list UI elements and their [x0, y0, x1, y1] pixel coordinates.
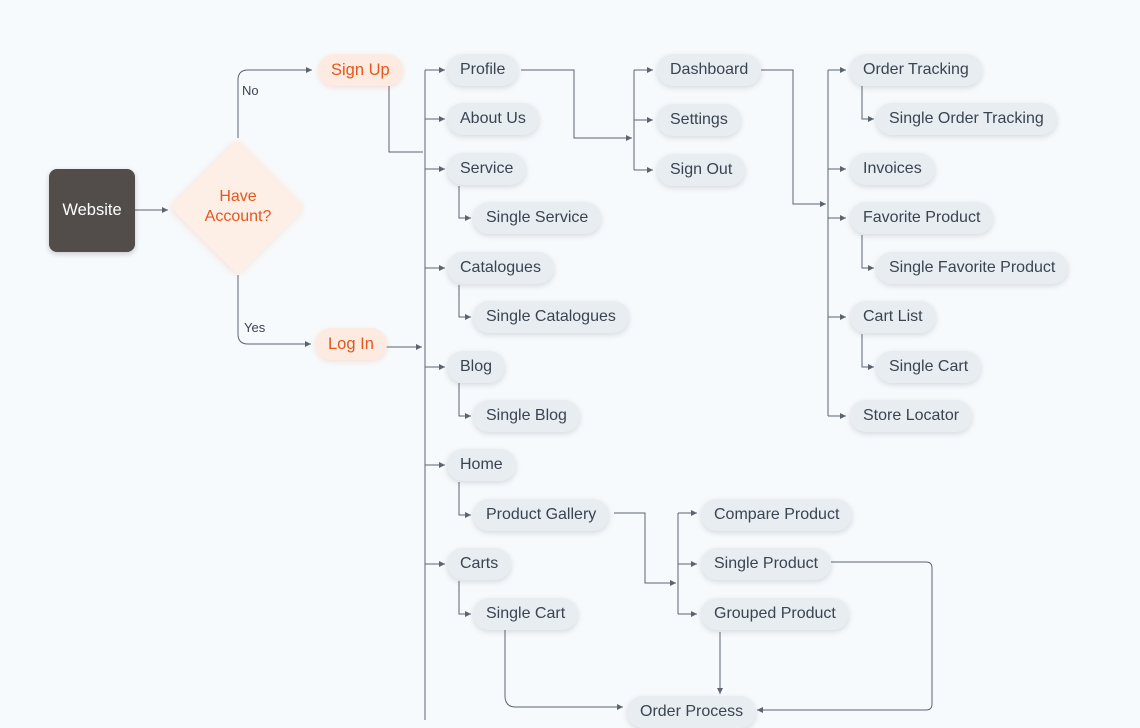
- single-blog-node[interactable]: Single Blog: [473, 400, 580, 432]
- product-gallery-node[interactable]: Product Gallery: [473, 499, 610, 531]
- single-cart-node[interactable]: Single Cart: [473, 598, 579, 630]
- invoices-node[interactable]: Invoices: [850, 153, 935, 185]
- carts-node[interactable]: Carts: [447, 548, 512, 580]
- home-node[interactable]: Home: [447, 449, 516, 481]
- order-process-node[interactable]: Order Process: [627, 696, 757, 728]
- website-node[interactable]: Website: [49, 169, 135, 252]
- compare-product-node[interactable]: Compare Product: [701, 499, 853, 531]
- log-in-node[interactable]: Log In: [315, 328, 387, 360]
- sign-up-node[interactable]: Sign Up: [318, 54, 403, 86]
- no-branch-label: No: [242, 83, 259, 98]
- single-cart-list-child-node[interactable]: Single Cart: [876, 351, 982, 383]
- settings-node[interactable]: Settings: [657, 104, 741, 136]
- decision-label-line2: Account?: [204, 208, 272, 225]
- service-node[interactable]: Service: [447, 153, 527, 185]
- catalogues-node[interactable]: Catalogues: [447, 252, 554, 284]
- decision-label-line1: Have: [219, 188, 257, 205]
- single-favorite-product-node[interactable]: Single Favorite Product: [876, 252, 1069, 284]
- about-us-node[interactable]: About Us: [447, 103, 539, 135]
- dashboard-node[interactable]: Dashboard: [657, 54, 762, 86]
- favorite-product-node[interactable]: Favorite Product: [850, 202, 994, 234]
- sign-out-node[interactable]: Sign Out: [657, 154, 746, 186]
- blog-node[interactable]: Blog: [447, 351, 506, 383]
- single-catalogues-node[interactable]: Single Catalogues: [473, 301, 629, 333]
- have-account-decision[interactable]: Have Account?: [170, 139, 306, 275]
- order-tracking-node[interactable]: Order Tracking: [850, 54, 982, 86]
- profile-node[interactable]: Profile: [447, 54, 519, 86]
- cart-list-node[interactable]: Cart List: [850, 301, 936, 333]
- single-product-node[interactable]: Single Product: [701, 548, 832, 580]
- decision-label: Have Account?: [170, 139, 306, 275]
- grouped-product-node[interactable]: Grouped Product: [701, 598, 849, 630]
- yes-branch-label: Yes: [244, 320, 266, 335]
- single-order-tracking-node[interactable]: Single Order Tracking: [876, 103, 1057, 135]
- single-service-node[interactable]: Single Service: [473, 202, 602, 234]
- store-locator-node[interactable]: Store Locator: [850, 400, 973, 432]
